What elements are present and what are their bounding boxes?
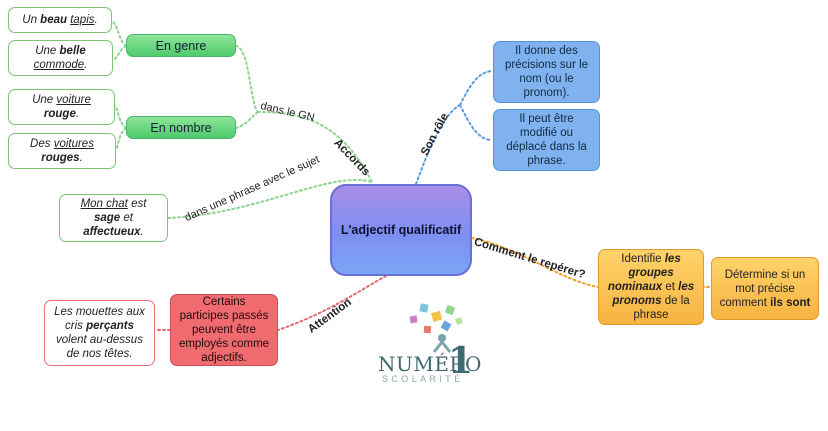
example-beau-tapis: Un beau tapis. — [8, 7, 112, 33]
numero1-logo: NUMÉRO 1 SCOLARITÉ — [378, 300, 488, 400]
node-en-genre[interactable]: En genre — [126, 34, 236, 57]
node-determine[interactable]: Détermine si un mot précise comment ils … — [711, 257, 819, 320]
node-identifie[interactable]: Identifie les groupes nominaux et les pr… — [598, 249, 704, 325]
wire-center-role — [415, 104, 461, 185]
example-voiture-rouge: Une voiture rouge. — [8, 89, 115, 125]
node-role-modifie[interactable]: Il peut être modifié ou déplacé dans la … — [493, 109, 600, 171]
wire-role-2 — [459, 104, 493, 141]
wire-center-attention — [277, 275, 387, 331]
wire-nombre-gn — [235, 111, 259, 129]
wire-center-reperer — [471, 237, 599, 288]
example-mouettes: Les mouettes aux cris perçants volent au… — [44, 300, 155, 366]
wire-role-1 — [459, 70, 493, 106]
node-participes-passes[interactable]: Certains participes passés peuvent être … — [170, 294, 278, 366]
wire-genre-commode — [112, 45, 127, 61]
logo-subtext: SCOLARITÉ — [382, 374, 464, 384]
example-voitures-rouges: Des voitures rouges. — [8, 133, 116, 169]
wire-genre-gn — [235, 45, 259, 113]
node-role-precisions[interactable]: Il donne des précisions sur le nom (ou l… — [493, 41, 600, 103]
wire-gn-accords — [257, 111, 373, 183]
wire-nombre-voitures — [115, 127, 127, 151]
wire-nombre-voiture — [114, 105, 127, 129]
wire-genre-tapis — [109, 19, 127, 47]
logo-number: 1 — [448, 340, 474, 382]
logo-text: NUMÉRO — [378, 352, 482, 376]
example-belle-commode: Une belle commode. — [8, 40, 113, 76]
node-en-nombre[interactable]: En nombre — [126, 116, 236, 139]
wire-phrase — [167, 178, 373, 219]
logo-icon — [409, 303, 463, 353]
central-topic[interactable]: L'adjectif qualificatif — [330, 184, 472, 276]
example-mon-chat: Mon chat est sage et affectueux. — [59, 194, 168, 242]
